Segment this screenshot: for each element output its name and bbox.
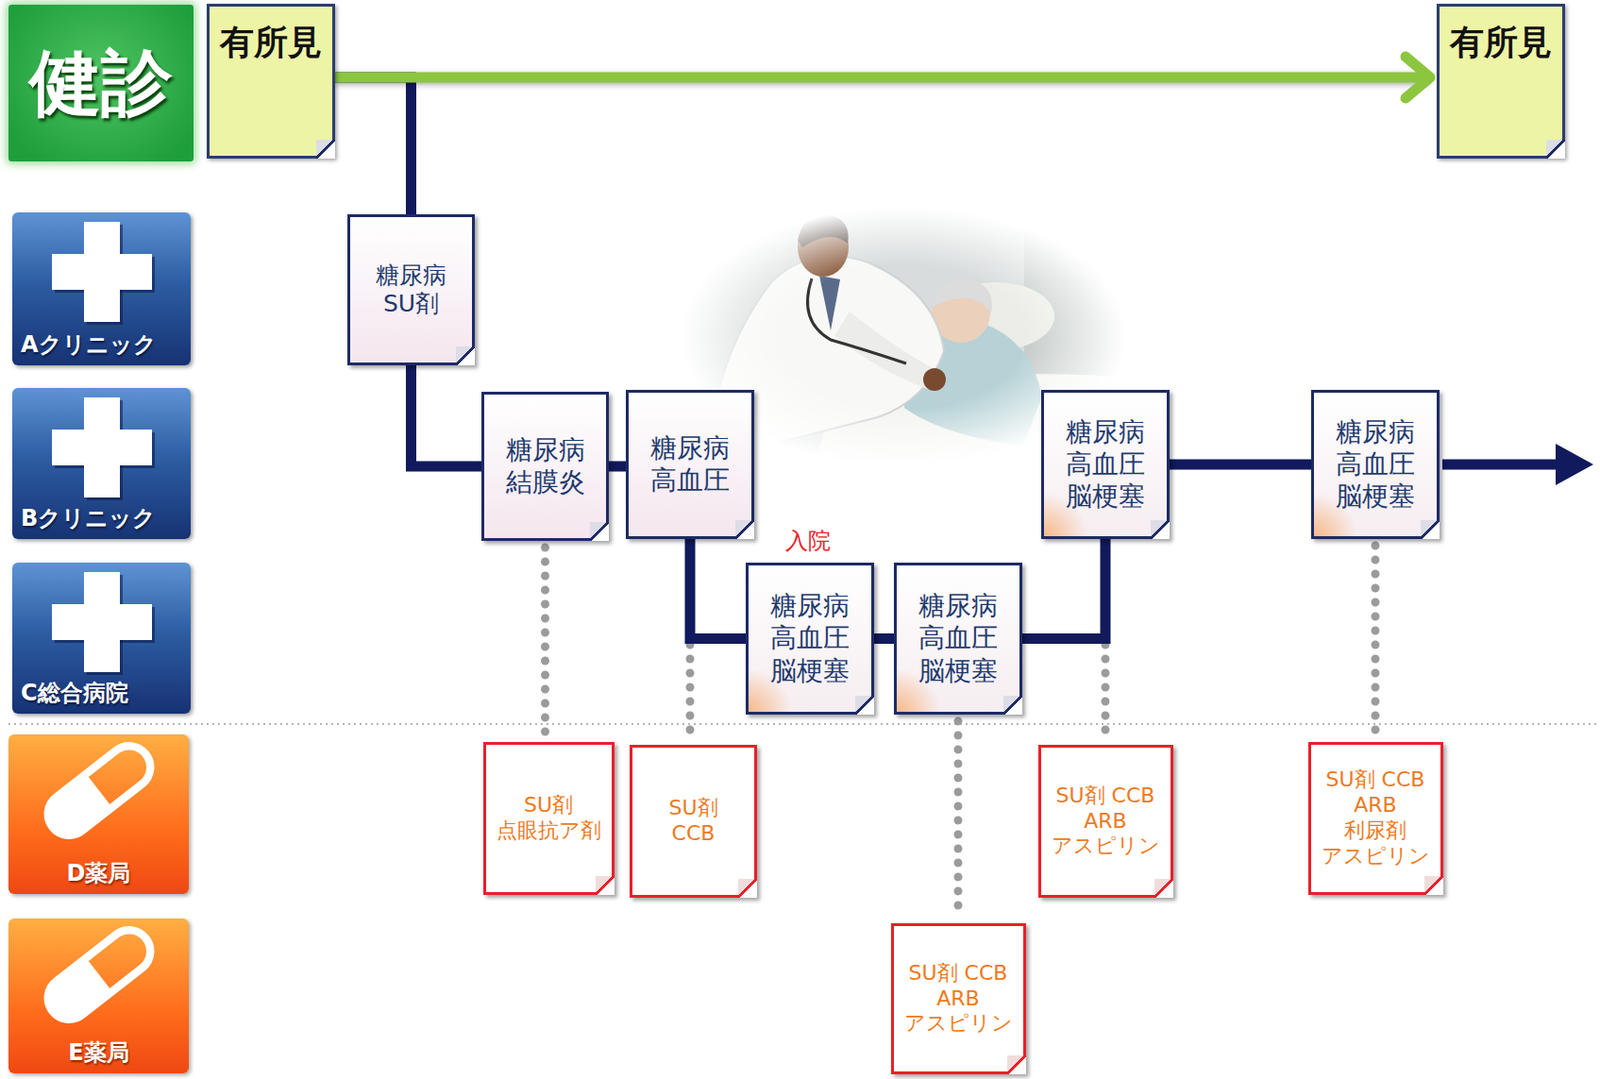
photo-doctor-tie bbox=[819, 275, 841, 331]
box-text: 糖尿病 高血圧 bbox=[650, 432, 730, 497]
arrow-head bbox=[1405, 56, 1431, 99]
connector bbox=[411, 365, 483, 467]
photo-doctor-hand bbox=[923, 368, 946, 391]
photo-doctor-hair bbox=[797, 215, 849, 248]
box-text: 有所見 bbox=[1449, 19, 1552, 67]
connector bbox=[1375, 545, 1377, 736]
connector bbox=[958, 721, 960, 917]
connector-line bbox=[1022, 538, 1106, 640]
record-box: 糖尿病 高血圧 脳梗塞 bbox=[745, 562, 875, 715]
photo-doctor-arm bbox=[834, 311, 937, 389]
record-box: 糖尿病 高血圧 脳梗塞 bbox=[893, 562, 1023, 715]
box-text: 有所見 bbox=[219, 19, 322, 67]
pharmacy-band: E薬局 bbox=[8, 918, 189, 1074]
connector-line bbox=[335, 77, 412, 215]
connector-line bbox=[1169, 459, 1312, 471]
connector-line bbox=[874, 633, 894, 644]
connector-line bbox=[335, 72, 1431, 84]
box-text: 糖尿病 高血圧 脳梗塞 bbox=[770, 589, 850, 687]
record-box: 糖尿病 SU剤 bbox=[347, 214, 475, 366]
finding-note: 有所見 bbox=[1436, 3, 1566, 159]
record-box: 糖尿病 結膜炎 bbox=[481, 391, 609, 541]
flow-arrow-head bbox=[1555, 443, 1594, 486]
connector-line bbox=[690, 538, 746, 640]
connector-line bbox=[411, 365, 483, 467]
checkup-band: 健診 bbox=[8, 4, 194, 162]
connector-line bbox=[608, 461, 626, 472]
connector bbox=[335, 77, 412, 215]
box-text: D薬局 bbox=[67, 858, 132, 889]
connector bbox=[690, 538, 746, 640]
flow-arrow-line bbox=[1442, 459, 1560, 471]
box-text: Aクリニック bbox=[20, 329, 157, 360]
box-text: 健診 bbox=[29, 43, 173, 123]
prescription-box: SU剤 点眼抗ア剤 bbox=[483, 741, 615, 895]
box-text: 糖尿病 高血圧 脳梗塞 bbox=[918, 589, 998, 687]
record-box: 糖尿病 高血圧 bbox=[625, 389, 755, 539]
box-text: C総合病院 bbox=[20, 677, 129, 708]
hospital-band: C総合病院 bbox=[12, 562, 191, 714]
connector bbox=[608, 466, 626, 468]
prescription-box: SU剤 CCB ARB アスピリン bbox=[891, 923, 1027, 1075]
separator-line bbox=[8, 723, 1600, 725]
pharmacy-band: D薬局 bbox=[8, 734, 189, 894]
box-text: Bクリニック bbox=[20, 503, 156, 534]
box-text: 糖尿病 SU剤 bbox=[375, 261, 447, 320]
finding-note: 有所見 bbox=[206, 3, 336, 159]
prescription-box: SU剤 CCB ARB 利尿剤 アスピリン bbox=[1308, 741, 1444, 895]
clinic-band: Bクリニック bbox=[12, 387, 191, 539]
box-text: SU剤 CCB bbox=[668, 795, 718, 847]
prescription-box: SU剤 CCB bbox=[629, 744, 758, 898]
connector bbox=[544, 547, 546, 736]
box-text: 糖尿病 高血圧 脳梗塞 bbox=[1065, 416, 1146, 513]
connector-line bbox=[954, 721, 963, 917]
connector bbox=[1169, 464, 1312, 466]
box-text: SU剤 CCB ARB アスピリン bbox=[1051, 783, 1161, 859]
record-box: 糖尿病 高血圧 脳梗塞 bbox=[1311, 389, 1440, 539]
box-text: SU剤 点眼抗ア剤 bbox=[496, 792, 602, 844]
photo-stethoscope bbox=[808, 278, 908, 364]
box-text: 糖尿病 高血圧 脳梗塞 bbox=[1335, 416, 1415, 513]
box-text: SU剤 CCB ARB 利尿剤 アスピリン bbox=[1321, 767, 1431, 869]
box-text: 糖尿病 結膜炎 bbox=[505, 434, 586, 499]
box-text: SU剤 CCB ARB アスピリン bbox=[904, 960, 1013, 1037]
connector-line bbox=[1371, 545, 1381, 736]
connector-line bbox=[540, 547, 550, 736]
connector bbox=[335, 56, 1431, 99]
box-text: E薬局 bbox=[67, 1037, 129, 1068]
connector bbox=[1022, 538, 1106, 640]
annotation-label: 入院 bbox=[785, 525, 831, 556]
record-box: 糖尿病 高血圧 脳梗塞 bbox=[1041, 389, 1170, 539]
clinic-band: Aクリニック bbox=[12, 212, 191, 366]
connector bbox=[874, 638, 894, 640]
prescription-box: SU剤 CCB ARB アスピリン bbox=[1038, 744, 1174, 898]
photo-patient-hair bbox=[932, 279, 993, 314]
